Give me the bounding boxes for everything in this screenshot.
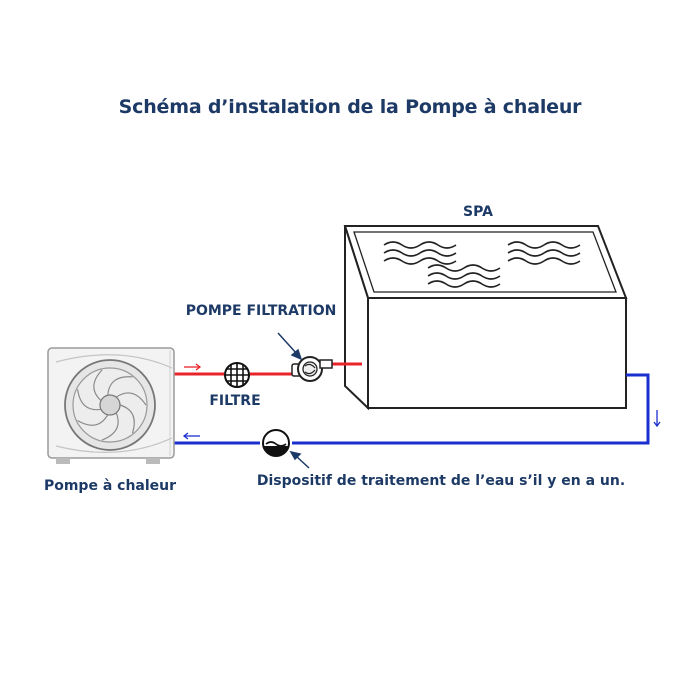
fan-blade [115, 392, 147, 406]
fan-blade [77, 414, 109, 426]
hot-pipe [174, 362, 362, 376]
treatment-pointer-arrow [289, 450, 310, 469]
fan-blade [77, 389, 102, 411]
hot-flow-arrow [184, 363, 202, 371]
pump-pointer-arrow [277, 332, 303, 361]
cold-flow-arrow-down [653, 410, 661, 428]
cold-pipe [174, 373, 650, 445]
dispositif-label: Dispositif de traitement de l’eau s’il y… [257, 473, 625, 489]
filtre-label: FILTRE [209, 393, 260, 409]
spa-label: SPA [463, 204, 493, 220]
fan-blade [93, 369, 103, 402]
filtration-pump-icon [291, 356, 333, 382]
water-waves [383, 241, 581, 288]
spa-tub-icon [343, 225, 628, 411]
pompe-filtration-label: POMPE FILTRATION [186, 303, 337, 319]
heat-pump-unit-icon [47, 347, 175, 464]
fan-blade [107, 376, 133, 396]
fan-blade [101, 412, 119, 441]
water-treatment-icon [262, 429, 290, 457]
fan-blade [119, 404, 135, 434]
pompe-chaleur-label: Pompe à chaleur [44, 478, 176, 494]
filter-grid-icon [224, 362, 250, 388]
cold-flow-arrow-left [182, 432, 200, 440]
diagram-title: Schéma d’instalation de la Pompe à chale… [118, 96, 582, 118]
fan-blades [77, 369, 147, 441]
